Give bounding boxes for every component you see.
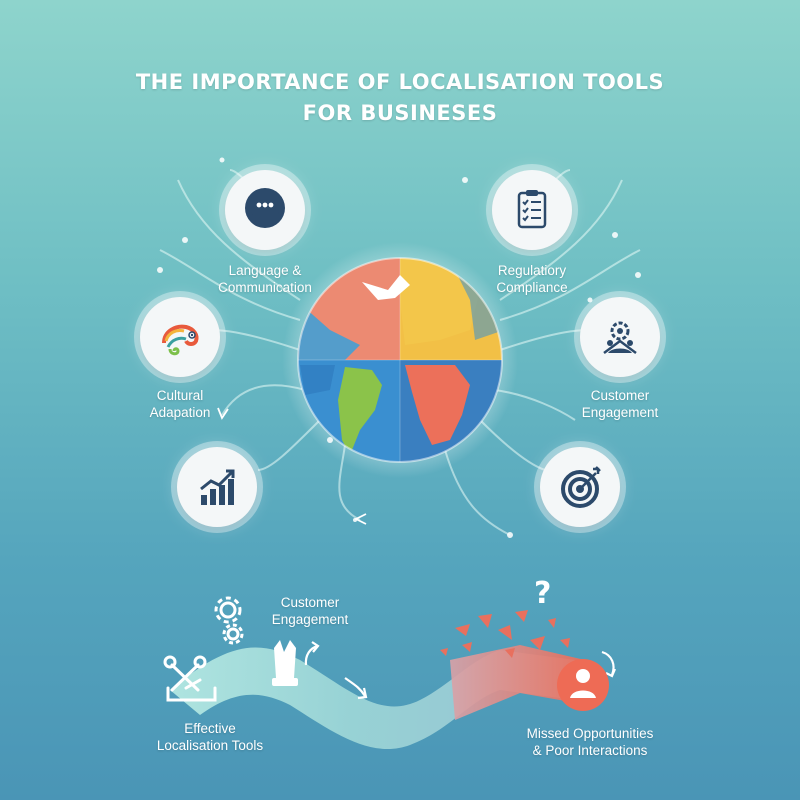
- clipboard-checklist-icon: [517, 190, 547, 229]
- path-arrows: [304, 641, 617, 700]
- label-effective-localisation-tools: Effective Localisation Tools: [156, 721, 264, 753]
- gear-people-icon: [603, 321, 637, 354]
- node-customer-engagement: [580, 297, 660, 377]
- gears-icon: [214, 596, 244, 645]
- hand-icon: [272, 640, 298, 686]
- growth-chart-icon: [200, 469, 235, 505]
- label-language-communication: Language & Communication: [218, 263, 312, 295]
- label-cultural-adaptation: Cultural Adapation: [149, 388, 211, 420]
- chat-bubble-icon: [245, 188, 285, 228]
- journey-path: [170, 610, 617, 750]
- label-missed-opportunities: Missed Opportunities & Poor Interactions: [526, 726, 654, 758]
- node-growth: [177, 447, 257, 527]
- target-icon: [561, 466, 601, 508]
- label-regulatory-compliance: Regulatiory Compliance: [496, 263, 568, 295]
- chameleon-icon: [162, 324, 199, 356]
- node-language-communication: [225, 170, 305, 250]
- question-mark-icon: ?: [534, 576, 552, 611]
- tools-icon: [163, 655, 217, 702]
- label-customer-engagement: Customer Engagement: [581, 388, 659, 420]
- person-icon: [557, 659, 609, 711]
- page-title-line2: FOR BUSINESES: [302, 101, 498, 125]
- node-cultural-adaptation: [140, 297, 220, 377]
- node-regulatory-compliance: [492, 170, 572, 250]
- page-title-line1: THE IMPORTANCE OF LOCALISATION TOOLS: [135, 70, 665, 94]
- node-target: [540, 447, 620, 527]
- connector-arrows: [217, 407, 367, 525]
- broken-fragments: [440, 610, 570, 658]
- label-bottom-customer-engagement: Customer Engagement: [271, 595, 349, 627]
